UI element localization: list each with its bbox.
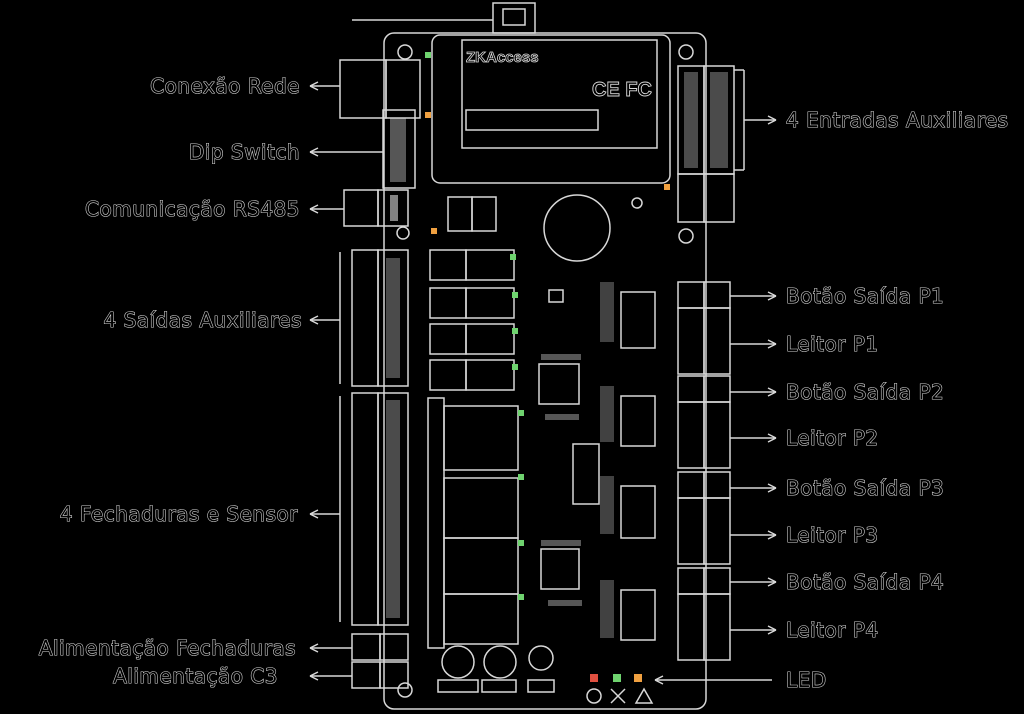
label-dip-switch: Dip Switch (188, 139, 300, 164)
label-aux-outputs: 4 Saídas Auxiliares (103, 307, 302, 332)
mcu-chip (540, 548, 580, 590)
label-rs485: Comunicação RS485 (84, 196, 300, 221)
led-indicator (634, 674, 642, 682)
label-exit-button-p2: Botão Saída P2 (785, 379, 945, 404)
label-locks-sensor: 4 Fechaduras e Sensor (59, 501, 298, 526)
label-panel (431, 34, 671, 184)
dip-switch (382, 109, 416, 189)
mount-hole (678, 44, 694, 60)
pcb-outline (383, 32, 707, 710)
mount-hole (397, 44, 413, 60)
cert-marks: CE FC (592, 79, 652, 101)
brand-logo: ZKAccess (466, 49, 539, 66)
top-connector (492, 2, 536, 34)
label-exit-button-p3: Botão Saída P3 (785, 475, 945, 500)
label-exit-button-p4: Botão Saída P4 (785, 569, 945, 594)
label-reader-p4: Leitor P4 (785, 617, 879, 642)
led-indicator (590, 674, 598, 682)
label-reader-p1: Leitor P1 (785, 331, 879, 356)
label-reader-p3: Leitor P3 (785, 522, 879, 547)
label-led: LED (785, 667, 827, 692)
mcu-chip (538, 363, 580, 405)
rs485-terminal (343, 189, 379, 227)
label-c3-power: Alimentação C3 (113, 663, 278, 688)
label-lock-power: Alimentação Fechaduras (38, 635, 296, 660)
label-network-connection: Conexão Rede (150, 73, 300, 98)
label-aux-inputs: 4 Entradas Auxiliares (785, 107, 1009, 132)
mount-hole (397, 682, 413, 698)
mount-hole (678, 228, 694, 244)
led-indicator (613, 674, 621, 682)
network-port (339, 59, 387, 119)
label-exit-button-p1: Botão Saída P1 (785, 283, 945, 308)
label-reader-p2: Leitor P2 (785, 425, 879, 450)
buzzer (543, 194, 611, 262)
